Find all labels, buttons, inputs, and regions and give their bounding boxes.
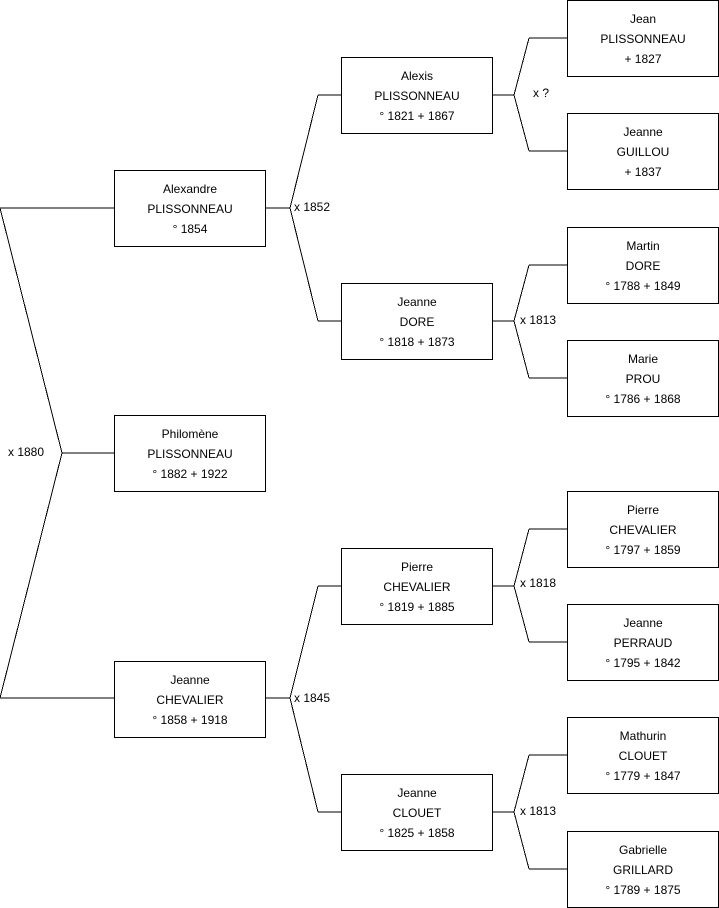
person-dates: ° 1825 + 1858 — [379, 825, 455, 840]
connector-line — [513, 754, 530, 813]
person-dates: ° 1795 + 1842 — [605, 655, 681, 670]
connector-line — [289, 94, 319, 209]
person-last-name: GRILLARD — [612, 862, 674, 877]
person-box-jean: Jean PLISSONNEAU + 1827 — [567, 0, 719, 77]
person-box-pierre-chevalier-1819: Pierre CHEVALIER ° 1819 + 1885 — [341, 548, 493, 625]
person-box-gabrielle: Gabrielle GRILLARD ° 1789 + 1875 — [567, 831, 719, 908]
marriage-label-alexis-parents: x ? — [533, 86, 550, 100]
marriage-label-parents: x 1880 — [8, 445, 45, 459]
connector-line — [513, 528, 530, 587]
person-first-name: Pierre — [400, 559, 433, 574]
connector-line — [289, 697, 319, 813]
person-box-jeanne-dore: Jeanne DORE ° 1818 + 1873 — [341, 283, 493, 360]
connector-line — [513, 94, 530, 152]
person-dates: ° 1882 + 1922 — [152, 466, 228, 481]
person-box-jeanne-perraud: Jeanne PERRAUD ° 1795 + 1842 — [567, 604, 719, 681]
person-last-name: PLISSONNEAU — [147, 446, 233, 461]
person-first-name: Jean — [629, 11, 657, 26]
person-first-name: Jeanne — [623, 615, 663, 630]
person-first-name: Pierre — [626, 502, 659, 517]
person-last-name: CHEVALIER — [609, 522, 677, 537]
person-last-name: CLOUET — [618, 748, 668, 763]
person-box-jeanne-guillou: Jeanne GUILLOU + 1837 — [567, 113, 719, 190]
marriage-label-dore-parents: x 1813 — [520, 313, 557, 327]
connector-line — [289, 585, 319, 699]
person-dates: ° 1789 + 1875 — [605, 882, 681, 897]
person-first-name: Philomène — [161, 426, 219, 441]
person-dates: ° 1821 + 1867 — [379, 108, 455, 123]
person-first-name: Alexis — [400, 68, 433, 83]
person-box-pierre-chevalier-1797: Pierre CHEVALIER ° 1797 + 1859 — [567, 491, 719, 568]
person-dates: ° 1786 + 1868 — [605, 391, 681, 406]
person-last-name: PLISSONNEAU — [374, 88, 460, 103]
connector-line — [513, 811, 530, 870]
person-last-name: CHEVALIER — [156, 692, 224, 707]
person-box-martin: Martin DORE ° 1788 + 1849 — [567, 227, 719, 304]
person-first-name: Jeanne — [397, 785, 437, 800]
person-first-name: Alexandre — [162, 181, 218, 196]
person-first-name: Gabrielle — [618, 842, 668, 857]
person-first-name: Jeanne — [170, 672, 210, 687]
person-box-jeanne-clouet: Jeanne CLOUET ° 1825 + 1858 — [341, 774, 493, 851]
person-first-name: Marie — [627, 351, 658, 366]
person-last-name: GUILLOU — [616, 144, 670, 159]
person-box-jeanne-chevalier: Jeanne CHEVALIER ° 1858 + 1918 — [114, 661, 266, 738]
person-last-name: DORE — [625, 258, 661, 273]
person-first-name: Jeanne — [397, 294, 437, 309]
person-dates: ° 1797 + 1859 — [605, 542, 681, 557]
person-box-alexis: Alexis PLISSONNEAU ° 1821 + 1867 — [341, 57, 493, 134]
connector-line — [513, 320, 530, 379]
person-dates: ° 1854 — [172, 221, 208, 236]
marriage-label-paternal-grandparents: x 1852 — [294, 200, 331, 214]
person-dates: ° 1788 + 1849 — [605, 278, 681, 293]
connector-line — [289, 207, 319, 322]
person-last-name: PLISSONNEAU — [147, 201, 233, 216]
marriage-label-maternal-grandparents: x 1845 — [294, 691, 331, 705]
person-box-alexandre: Alexandre PLISSONNEAU ° 1854 — [114, 170, 266, 247]
person-first-name: Martin — [626, 238, 660, 253]
person-last-name: DORE — [399, 314, 435, 329]
person-box-mathurin: Mathurin CLOUET ° 1779 + 1847 — [567, 717, 719, 794]
person-last-name: CHEVALIER — [383, 579, 451, 594]
person-dates: + 1837 — [624, 164, 662, 179]
person-box-philomene: Philomène PLISSONNEAU ° 1882 + 1922 — [114, 415, 266, 492]
person-dates: + 1827 — [624, 51, 662, 66]
person-first-name: Jeanne — [623, 124, 663, 139]
person-last-name: PROU — [625, 371, 661, 386]
person-last-name: PLISSONNEAU — [600, 31, 686, 46]
person-dates: ° 1819 + 1885 — [379, 599, 455, 614]
connector-line — [513, 585, 530, 643]
person-last-name: CLOUET — [392, 805, 442, 820]
person-dates: ° 1818 + 1873 — [379, 334, 455, 349]
marriage-label-clouet-parents: x 1813 — [520, 804, 557, 818]
person-last-name: PERRAUD — [613, 635, 673, 650]
person-box-marie: Marie PROU ° 1786 + 1868 — [567, 340, 719, 417]
connector-line — [0, 207, 63, 454]
person-dates: ° 1858 + 1918 — [152, 712, 228, 727]
marriage-label-chevalier-parents: x 1818 — [520, 576, 557, 590]
person-dates: ° 1779 + 1847 — [605, 768, 681, 783]
connector-line — [0, 452, 63, 699]
person-first-name: Mathurin — [619, 728, 667, 743]
connector-line — [513, 37, 530, 96]
connector-line — [513, 264, 530, 322]
